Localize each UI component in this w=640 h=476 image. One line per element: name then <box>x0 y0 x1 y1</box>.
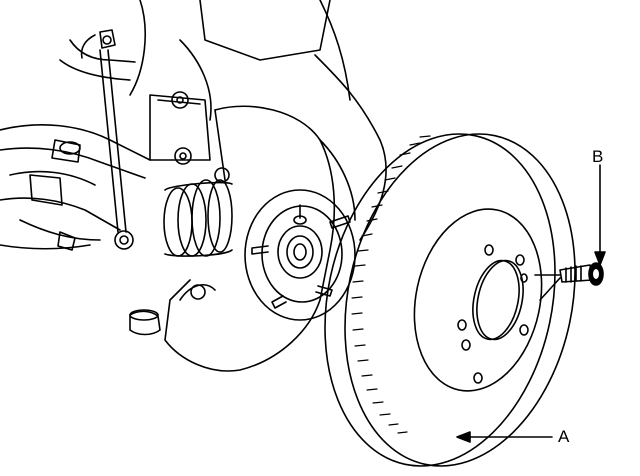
wheel-hub <box>244 189 356 321</box>
drive-shaft-boot <box>163 179 233 257</box>
brake-disc-vanes <box>351 135 431 434</box>
disc-retaining-screw <box>534 262 604 301</box>
stabilizer-link <box>99 49 161 336</box>
callout-b-label: B <box>592 147 604 166</box>
brake-disc <box>324 133 576 467</box>
suspension-arm <box>0 124 151 251</box>
callout-leaders <box>456 164 606 443</box>
callout-a-label: A <box>558 427 570 446</box>
suspension-structure <box>59 0 387 241</box>
